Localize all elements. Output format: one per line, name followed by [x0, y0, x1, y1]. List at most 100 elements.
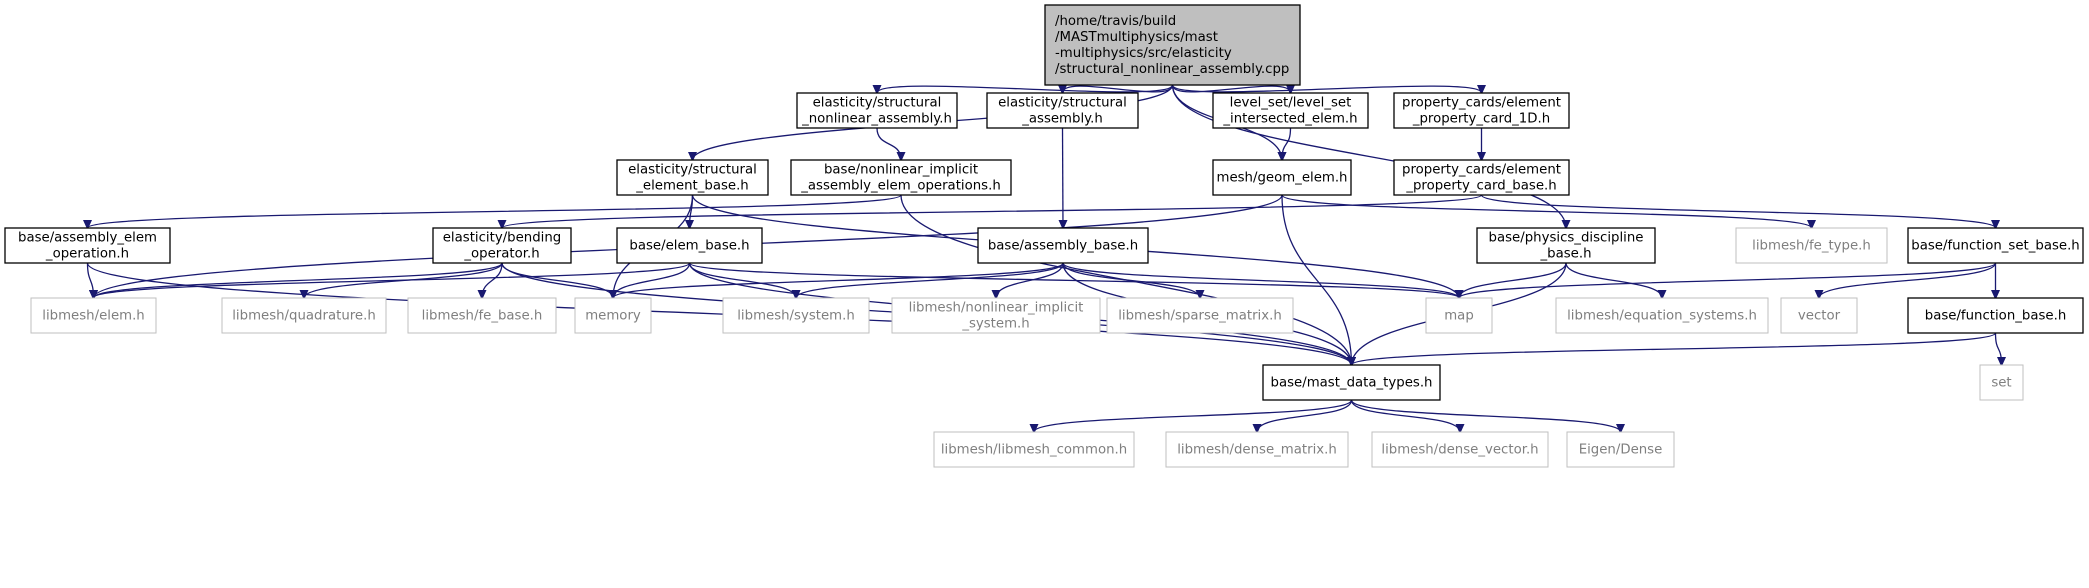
edge-physics_disc_h-to-equation_systems_h — [1565, 262, 1662, 298]
node-prop_card_1d_h[interactable]: property_cards/element_property_card_1D.… — [1393, 92, 1570, 129]
node-el_struct_assembly_h[interactable]: elasticity/structural_assembly.h — [986, 92, 1139, 129]
edge-assembly_base_h-to-memory — [613, 262, 1064, 298]
node-geom_elem_h[interactable]: mesh/geom_elem.h — [1212, 159, 1352, 196]
node-box — [977, 227, 1149, 264]
node-box — [986, 92, 1139, 129]
node-label-line: libmesh/fe_type.h — [1752, 239, 1871, 254]
node-physics_disc_h[interactable]: base/physics_discipline_base.h — [1476, 227, 1656, 264]
edge-bending_op_h-to-libmesh_elem_h — [94, 262, 503, 298]
node-libmesh_elem_h: libmesh/elem.h — [30, 297, 157, 334]
nodes-layer: /home/travis/build/MASTmultiphysics/mast… — [4, 4, 2084, 468]
node-label-line: /structural_nonlinear_assembly.cpp — [1055, 62, 1289, 77]
node-label-line: base/assembly_elem — [18, 231, 157, 246]
edge-mast_data_types_h-to-dense_vector_h — [1350, 399, 1461, 432]
node-box — [790, 159, 1012, 196]
node-box — [722, 297, 870, 334]
node-function_base_h[interactable]: base/function_base.h — [1907, 297, 2084, 334]
edge-assembly_base_h-to-sparse_matrix_h — [1062, 262, 1200, 298]
edge-mast_data_types_h-to-eigen_dense — [1350, 399, 1621, 432]
node-label-line: map — [1444, 309, 1474, 324]
node-el_struct_nonlin_h[interactable]: elasticity/structural_nonlinear_assembly… — [796, 92, 958, 129]
node-box — [221, 297, 387, 334]
node-label-line: /MASTmultiphysics/mast — [1055, 30, 1218, 45]
node-label-line: base/physics_discipline — [1489, 231, 1644, 246]
edge-elem_base_h-to-libmesh_elem_h — [94, 262, 691, 298]
node-level_set_h[interactable]: level_set/level_set_intersected_elem.h — [1212, 92, 1369, 129]
edge-root-to-el_struct_assembly_h — [1063, 84, 1174, 93]
node-el_struct_elem_base_h[interactable]: elasticity/structural_element_base.h — [616, 159, 769, 196]
edge-root-to-level_set_h — [1171, 84, 1291, 93]
node-label-line: elasticity/structural — [998, 96, 1127, 111]
edge-prop_card_base_h-to-bending_op_h — [502, 194, 1483, 228]
node-label-line: base/mast_data_types.h — [1271, 376, 1433, 391]
edge-function_base_h-to-mast_data_types_h — [1352, 332, 1997, 365]
edge-mast_data_types_h-to-dense_matrix_h — [1257, 399, 1353, 432]
node-box — [1780, 297, 1858, 334]
node-box — [432, 227, 572, 264]
node-label-line: libmesh/dense_matrix.h — [1177, 443, 1337, 458]
node-label-line: elasticity/bending — [443, 231, 561, 246]
node-label-line: vector — [1798, 309, 1841, 324]
node-label-line: libmesh/dense_vector.h — [1381, 443, 1538, 458]
node-label-line: _base.h — [1540, 247, 1592, 262]
edge-root-to-el_struct_nonlin_h — [877, 84, 1174, 93]
node-set: set — [1979, 364, 2024, 401]
node-box — [1979, 364, 2024, 401]
node-label-line: libmesh/nonlinear_implicit — [909, 301, 1084, 316]
edge-nonlin_implicit_ops_h-to-assembly_elem_op_h — [88, 194, 902, 228]
node-box — [933, 431, 1135, 468]
node-map: map — [1425, 297, 1493, 334]
node-label-line: mesh/geom_elem.h — [1217, 171, 1348, 186]
node-prop_card_base_h[interactable]: property_cards/element_property_card_bas… — [1393, 159, 1570, 196]
node-box — [1907, 297, 2084, 334]
node-label-line: base/nonlinear_implicit — [824, 163, 978, 178]
node-dense_matrix_h: libmesh/dense_matrix.h — [1165, 431, 1349, 468]
node-box — [616, 227, 763, 264]
edge-mast_data_types_h-to-libmesh_common_h — [1034, 399, 1353, 432]
node-function_set_base_h[interactable]: base/function_set_base.h — [1907, 227, 2084, 264]
node-elem_base_h[interactable]: base/elem_base.h — [616, 227, 763, 264]
edge-function_base_h-to-set — [1994, 332, 2002, 365]
node-box — [1735, 227, 1888, 264]
node-label-line: base/assembly_base.h — [988, 239, 1138, 254]
node-nonlin_implicit_system_h: libmesh/nonlinear_implicit_system.h — [891, 297, 1101, 334]
edge-level_set_h-to-geom_elem_h — [1282, 127, 1292, 160]
edge-geom_elem_h-to-fe_type_h — [1281, 194, 1812, 228]
node-label-line: libmesh/libmesh_common.h — [941, 443, 1127, 458]
node-bending_op_h[interactable]: elasticity/bending_operator.h — [432, 227, 572, 264]
node-system_h: libmesh/system.h — [722, 297, 870, 334]
node-libmesh_common_h: libmesh/libmesh_common.h — [933, 431, 1135, 468]
node-mast_data_types_h[interactable]: base/mast_data_types.h — [1262, 364, 1441, 401]
edge-el_struct_nonlin_h-to-nonlin_implicit_ops_h — [876, 127, 901, 160]
node-assembly_elem_op_h[interactable]: base/assembly_elem_operation.h — [4, 227, 171, 264]
node-label-line: _property_card_1D.h — [1412, 112, 1550, 127]
node-box — [1476, 227, 1656, 264]
node-box — [1165, 431, 1349, 468]
edge-root-to-prop_card_1d_h — [1171, 84, 1482, 93]
node-assembly_base_h[interactable]: base/assembly_base.h — [977, 227, 1149, 264]
node-box — [1907, 227, 2084, 264]
edge-root-to-physics_disc_h — [1171, 84, 1567, 228]
node-label-line: set — [1991, 376, 2011, 391]
edge-geom_elem_h-to-mast_data_types_h — [1281, 194, 1352, 365]
edge-elem_base_h-to-map — [688, 262, 1460, 298]
node-dense_vector_h: libmesh/dense_vector.h — [1371, 431, 1549, 468]
node-box — [616, 159, 769, 196]
node-box — [1393, 92, 1570, 129]
node-nonlin_implicit_ops_h[interactable]: base/nonlinear_implicit_assembly_elem_op… — [790, 159, 1012, 196]
node-label-line: property_cards/element — [1402, 96, 1561, 111]
edge-assembly_base_h-to-map — [1062, 262, 1459, 298]
node-label-line: libmesh/sparse_matrix.h — [1118, 309, 1282, 324]
node-label-line: base/elem_base.h — [629, 239, 749, 254]
node-equation_systems_h: libmesh/equation_systems.h — [1555, 297, 1769, 334]
node-label-line: base/function_base.h — [1925, 309, 2067, 324]
node-label-line: level_set/level_set — [1230, 96, 1352, 111]
node-label-line: base/function_set_base.h — [1911, 239, 2079, 254]
node-box — [1106, 297, 1294, 334]
node-box — [1425, 297, 1493, 334]
node-box — [796, 92, 958, 129]
node-root[interactable]: /home/travis/build/MASTmultiphysics/mast… — [1044, 4, 1301, 86]
node-label-line: _property_card_base.h — [1405, 179, 1556, 194]
node-sparse_matrix_h: libmesh/sparse_matrix.h — [1106, 297, 1294, 334]
